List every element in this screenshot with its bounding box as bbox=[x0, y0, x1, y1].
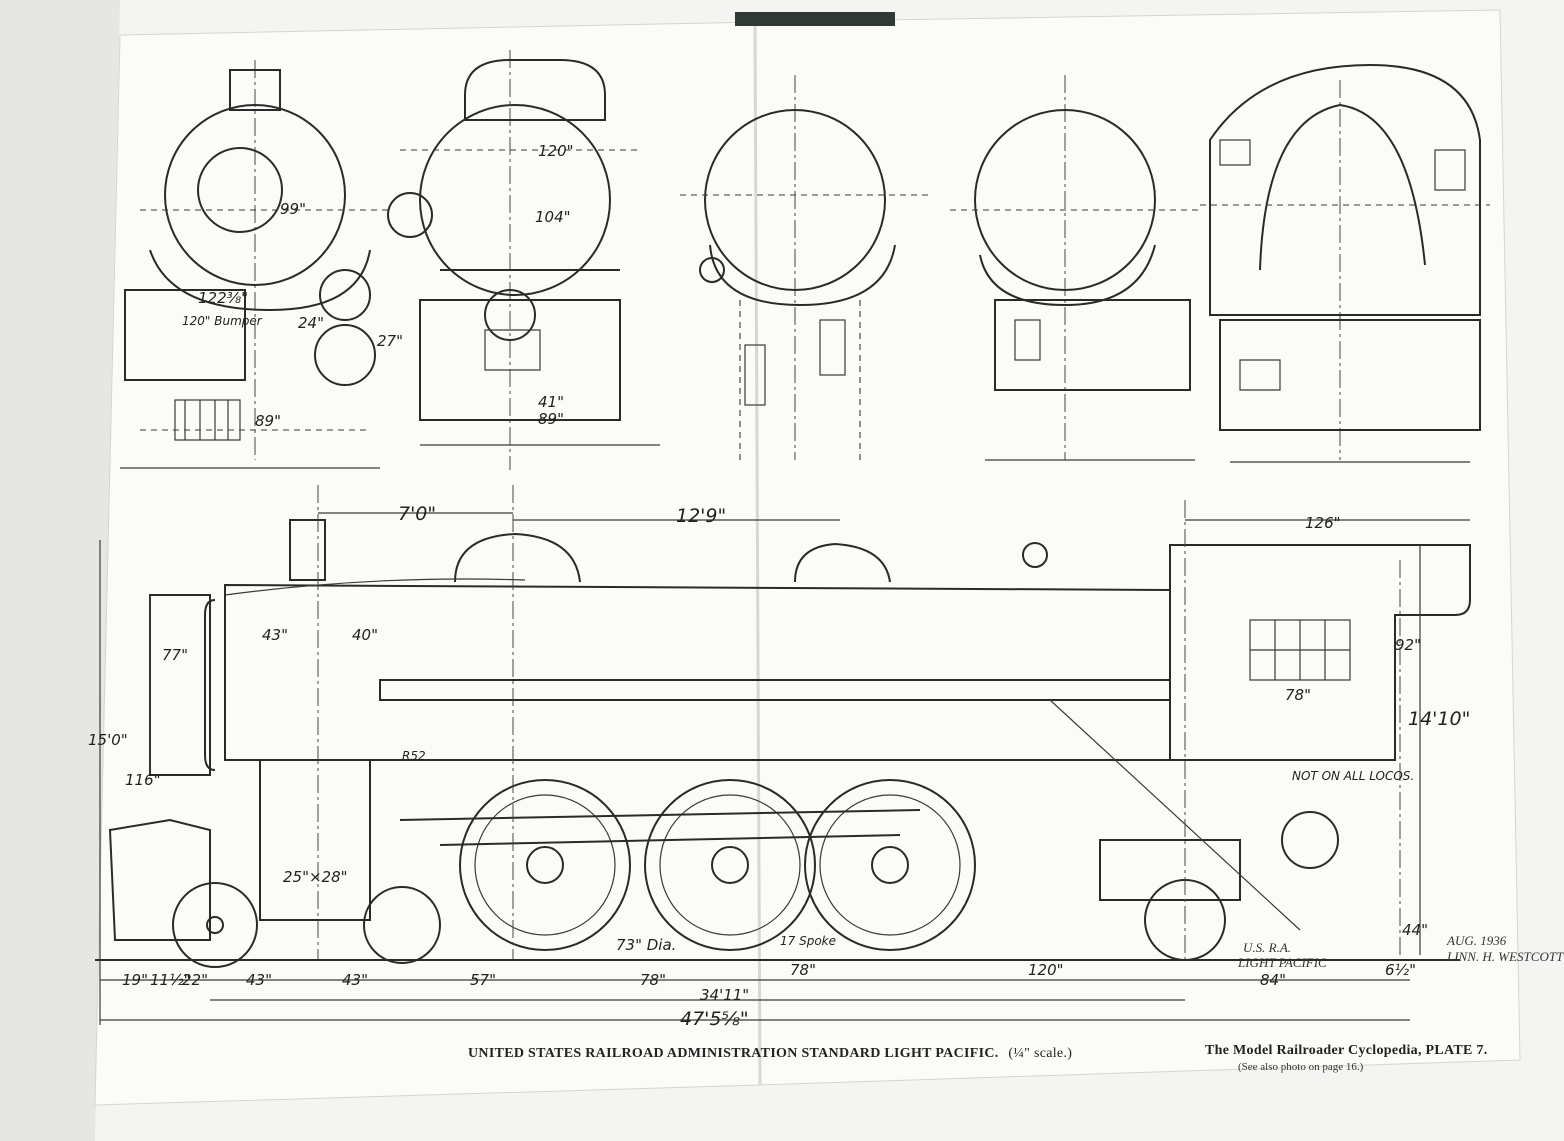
dim-89a: 89" bbox=[255, 412, 281, 430]
dim-14-10: 14'10" bbox=[1408, 708, 1470, 730]
plate-reference: The Model Railroader Cyclopedia, PLATE 7… bbox=[1205, 1043, 1488, 1058]
plate-scale: (¼" scale.) bbox=[1008, 1046, 1073, 1061]
elevation-dimensions: 7'0" 12'9" 126" 43" 40" 77" 15'0" 116" 9… bbox=[88, 503, 1470, 954]
builder-note-line2: LIGHT PACIFIC bbox=[1238, 955, 1327, 970]
dim-b43a: 43" bbox=[246, 971, 272, 989]
front-view-2 bbox=[387, 50, 660, 470]
dim-b43b: 43" bbox=[342, 971, 368, 989]
dim-b57: 57" bbox=[470, 971, 496, 989]
dim-40: 40" bbox=[352, 626, 378, 644]
cab-rear-view bbox=[1200, 63, 1490, 463]
section-view-2 bbox=[950, 75, 1200, 461]
label-spoke: 17 Spoke bbox=[780, 934, 836, 948]
dim-27: 27" bbox=[377, 332, 403, 350]
dim-b22: 22" bbox=[182, 971, 208, 989]
dim-99: 99" bbox=[280, 200, 306, 218]
dim-b84: 84" bbox=[1260, 971, 1286, 989]
label-r52: R52 bbox=[402, 749, 426, 763]
dim-b6: 6½" bbox=[1385, 961, 1416, 979]
see-also-note: (See also photo on page 16.) bbox=[1238, 1061, 1364, 1073]
dim-78-cab: 78" bbox=[1285, 686, 1311, 704]
dim-b47: 47'5⅝" bbox=[680, 1008, 749, 1030]
dim-43a: 43" bbox=[262, 626, 288, 644]
dim-104: 104" bbox=[535, 208, 571, 226]
spine-cover bbox=[735, 12, 895, 26]
side-elevation bbox=[95, 485, 1471, 1025]
dim-b78b: 78" bbox=[790, 961, 816, 979]
center-fold bbox=[753, 23, 762, 1086]
label-driver-dia: 73" Dia. bbox=[616, 936, 676, 954]
signature-author: LINN. H. WESTCOTT bbox=[1447, 949, 1564, 964]
dim-41: 41" bbox=[538, 393, 564, 411]
dim-122: 122⅜" bbox=[198, 289, 248, 307]
dim-b11: 11½" bbox=[150, 971, 191, 989]
plate-title-text: UNITED STATES RAILROAD ADMINISTRATION ST… bbox=[468, 1046, 999, 1061]
dim-12-9: 12'9" bbox=[676, 505, 726, 527]
dim-7-0: 7'0" bbox=[398, 503, 436, 525]
dim-116: 116" bbox=[125, 771, 161, 789]
dim-44: 44" bbox=[1402, 921, 1428, 939]
baseline-dimensions: 19" 11½" 22" 43" 43" 57" 78" 78" 120" 84… bbox=[122, 961, 1416, 1030]
plate-title: UNITED STATES RAILROAD ADMINISTRATION ST… bbox=[468, 1046, 1072, 1062]
section-view-1 bbox=[680, 75, 930, 460]
left-page-edge bbox=[0, 0, 120, 1141]
label-not-on-all: NOT ON ALL LOCOS. bbox=[1292, 769, 1414, 783]
dim-b19: 19" bbox=[122, 971, 148, 989]
end-view-dimensions: 99" 122⅜" 120" Bumper 24" 27" 89" 120" 1… bbox=[182, 142, 574, 430]
dim-120: 120" bbox=[538, 142, 574, 160]
dim-89b: 89" bbox=[538, 410, 564, 428]
dim-77: 77" bbox=[162, 646, 188, 664]
dim-b34: 34'11" bbox=[700, 986, 749, 1004]
front-end-view bbox=[120, 60, 390, 469]
dim-b78a: 78" bbox=[640, 971, 666, 989]
dim-126: 126" bbox=[1305, 514, 1341, 532]
signature-date: AUG. 1936 bbox=[1447, 933, 1507, 948]
dim-24: 24" bbox=[298, 314, 324, 332]
builder-note-line1: U.S. R.A. bbox=[1243, 940, 1292, 955]
dim-92: 92" bbox=[1395, 636, 1421, 654]
dim-b120: 120" bbox=[1028, 961, 1064, 979]
dim-15-0: 15'0" bbox=[88, 731, 128, 749]
dim-cylinder: 25"×28" bbox=[283, 868, 348, 886]
dim-bumper: 120" Bumper bbox=[182, 314, 263, 328]
